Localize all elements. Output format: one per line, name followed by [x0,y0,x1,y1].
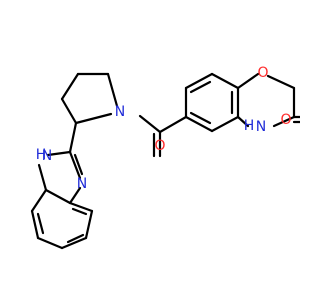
bond-double-inner [71,207,88,216]
bond-double-inner [189,111,212,125]
bond [36,236,64,250]
bond [184,115,214,133]
bond [106,72,119,108]
bond [138,114,162,134]
molecule-structure: O N H O O N N N H [30,65,300,250]
bond [68,150,82,180]
bond [236,115,250,128]
nitrogen-amide-ring-label: N [256,119,266,135]
oxazinone-ring [236,72,300,128]
oxygen-ring-label: O [257,65,268,81]
bond [158,115,188,134]
amide-linker [138,114,188,158]
molecule-canvas: O N H O O N N N H [30,65,300,250]
bond-pyrrolidine-benzimidazole [68,121,78,154]
bond [272,115,296,128]
bond-double-inner [189,80,212,94]
oxygen-lactam-label: O [280,112,291,128]
bond-double-inner [66,233,85,244]
bond [30,188,48,213]
hydrogen-amide-ring-label: H [244,118,255,134]
bond [84,209,94,240]
bond [74,112,113,125]
bond [60,236,88,250]
pyrrolidine-ring [60,72,119,125]
bond [266,74,296,90]
nitrogen-pyrrolidine-label: N [115,104,125,120]
nitrogen-imidazole-label: N [77,176,87,192]
bond-double [73,153,84,176]
bond [44,188,72,205]
oxygen-carbonyl-label: O [154,138,165,154]
bond [68,201,94,213]
bond [184,72,214,90]
bond [46,150,72,157]
bond [236,72,260,90]
benzimidazole-ring [30,150,94,250]
bond [37,163,48,192]
bond [210,72,240,90]
bond [60,72,80,101]
bond [60,97,78,125]
hydrogen-imidazole-label: H [36,147,47,163]
nitrogen-imidazole-nh-label: N [42,148,52,164]
bond [68,186,82,205]
bond-double-inner [36,212,45,235]
bond [210,115,240,133]
benzoxazinone-benzene-ring [184,72,240,133]
bond [30,209,40,240]
